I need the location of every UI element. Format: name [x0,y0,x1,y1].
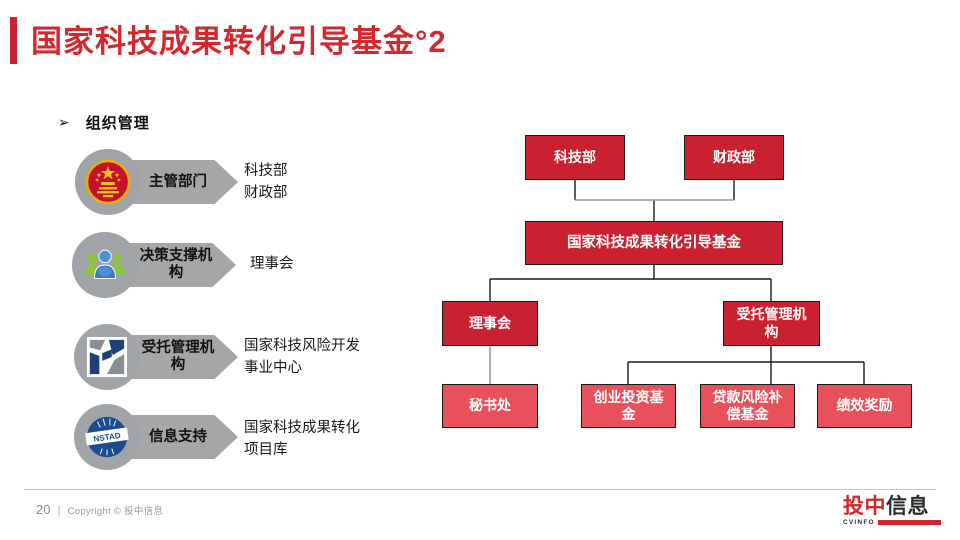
feature-label: 决策支撑机构 [139,248,213,281]
feature-desc: 理事会 [250,256,294,272]
logo-part-red: 投中 [843,495,886,518]
feature-arrow: 受托管理机构 [126,335,238,379]
org-node-label: 绩效奖励 [836,397,893,414]
china-emblem-icon [75,149,141,215]
logo-sub-text: CVINFO [843,519,875,526]
feature-arrow: 信息支持 [126,415,238,459]
nstad-text: NSTAD [93,431,121,444]
feature-label: 信息支持 [149,428,207,445]
org-node-trustee: 受托管理机构 [723,301,820,346]
org-node-vc-fund: 创业投资基金 [581,384,676,428]
people-group-icon [72,232,138,298]
feature-desc: 科技部 财政部 [244,163,288,201]
footer: 20 | Copyright © 投中信息 [36,502,163,517]
logo-wordmark: 投中信息 [843,496,941,517]
nstad-logo-icon: NSTAD [74,404,140,470]
cvinfo-logo: 投中信息 CVINFO [843,496,941,526]
feature-arrow: 决策支撑机构 [124,243,236,287]
page-number: 20 [36,502,51,517]
copyright-text: Copyright © 投中信息 [67,505,164,517]
org-node-label: 科技部 [554,148,596,165]
arrow-bullet-icon: ➢ [58,114,70,130]
org-node-performance: 绩效奖励 [817,384,912,428]
org-node-secretariat: 秘书处 [442,384,538,428]
section-heading: ➢ 组织管理 [58,112,150,133]
org-node-label: 理事会 [469,314,511,331]
title-accent-bar [10,17,17,64]
footer-divider [24,489,936,490]
feature-arrow: 主管部门 [126,160,238,204]
org-node-mof: 财政部 [684,135,784,180]
feature-desc: 国家科技风险开发 事业中心 [244,338,360,376]
org-node-label: 财政部 [713,148,755,165]
org-node-fund: 国家科技成果转化引导基金 [525,221,783,265]
footer-separator: | [57,502,61,517]
org-node-label: 创业投资基金 [593,388,664,423]
feature-label: 主管部门 [149,173,207,190]
feature-label: 受托管理机构 [141,340,215,373]
org-node-council: 理事会 [442,301,538,346]
logo-red-bar [877,520,941,525]
org-node-label: 国家科技成果转化引导基金 [567,234,741,251]
pinwheel-logo-icon [74,324,140,390]
page-title: 国家科技成果转化引导基金°2 [31,24,447,59]
org-node-loan-fund: 贷款风险补偿基金 [700,384,795,428]
org-node-label: 秘书处 [469,397,511,414]
logo-part-dark: 信息 [886,495,929,518]
feature-desc: 国家科技成果转化 项目库 [244,420,360,458]
org-node-most: 科技部 [525,135,625,180]
org-node-label: 贷款风险补偿基金 [712,388,783,423]
logo-subline: CVINFO [843,519,941,526]
org-node-label: 受托管理机构 [736,306,807,340]
section-heading-label: 组织管理 [85,115,150,132]
